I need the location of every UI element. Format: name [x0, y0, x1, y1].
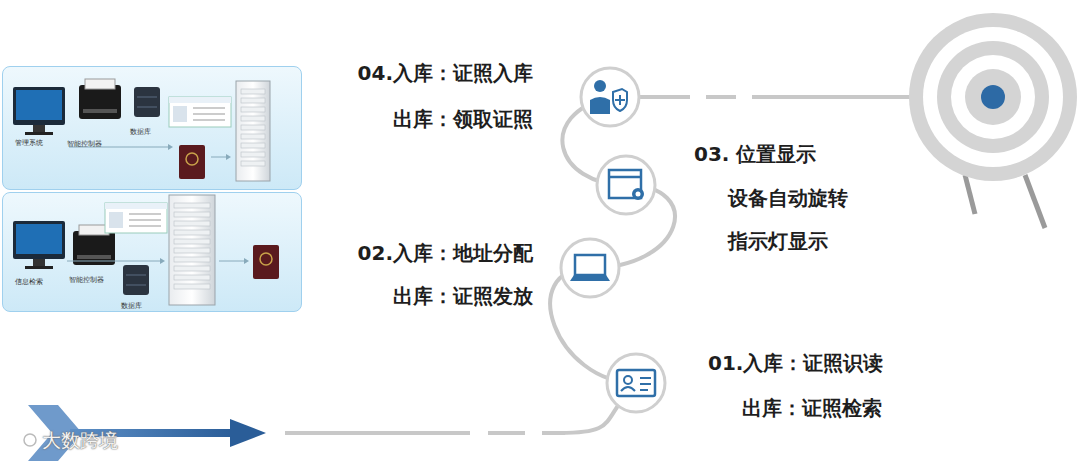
device-label: 信息检索 [15, 277, 43, 287]
timeline-arrow [24, 405, 266, 461]
step-text: 出库：领取证照 [393, 106, 533, 133]
device-panel: 管理系统 智能控制器 数据库 [2, 66, 302, 190]
step-text: 出库：证照检索 [742, 395, 882, 422]
path-line [285, 97, 985, 433]
step-text: 指示灯显示 [728, 228, 828, 255]
device-illustration [3, 193, 301, 311]
device-label: 数据库 [121, 301, 142, 311]
device-label: 智能控制器 [67, 139, 102, 149]
watermark: 大数跨境 [42, 428, 118, 454]
device-label: 智能控制器 [69, 275, 104, 285]
step-text: 01.入库：证照识读 [708, 350, 883, 377]
target [909, 13, 1077, 228]
step-text: 出库：证照发放 [393, 283, 533, 310]
device-panel: 信息检索 智能控制器数据库 [2, 192, 302, 312]
device-label: 数据库 [130, 127, 151, 137]
device-illustration [3, 67, 301, 189]
step-text: 03. 位置显示 [694, 141, 816, 168]
step-text: 02.入库：地址分配 [358, 240, 533, 267]
step-icons [561, 68, 665, 412]
device-label: 管理系统 [15, 138, 43, 148]
step-text: 04.入库：证照入库 [358, 60, 533, 87]
step-text: 设备自动旋转 [728, 185, 848, 212]
